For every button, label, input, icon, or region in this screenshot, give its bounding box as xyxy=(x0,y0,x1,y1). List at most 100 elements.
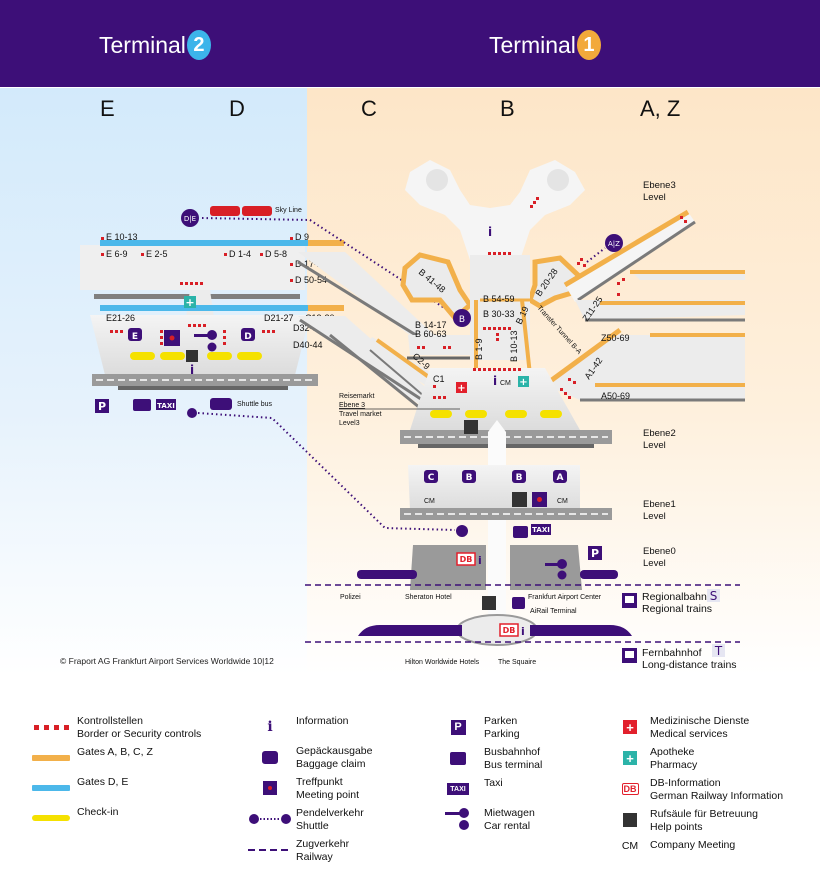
checkin-counter xyxy=(430,410,452,418)
security-control-markers xyxy=(101,237,293,345)
svg-text:P: P xyxy=(98,400,106,413)
gate-label: B 60-63 xyxy=(415,329,447,339)
checkin-counter xyxy=(237,352,262,360)
baggage-claim-icon xyxy=(262,750,278,764)
baggage-claim-d-icon: D xyxy=(241,328,255,342)
svg-text:C: C xyxy=(428,473,435,483)
skyline-station-de xyxy=(181,209,199,227)
gate-label: A50-69 xyxy=(601,391,630,401)
transfer-tunnel-label: Transfer Tunnel B-A xyxy=(536,305,583,356)
railway-icon xyxy=(248,849,292,851)
svg-text:CM: CM xyxy=(424,498,435,505)
shuttle-bus-label: Shuttle bus xyxy=(237,401,273,408)
taxi-icon: TAXI xyxy=(447,783,469,795)
svg-text:Long-distance trains: Long-distance trains xyxy=(642,659,737,671)
bus-terminal-icon xyxy=(133,399,151,411)
taxi-icon xyxy=(156,399,176,410)
checkin-counter xyxy=(465,410,487,418)
checkin-counter xyxy=(540,410,562,418)
svg-text:Level3: Level3 xyxy=(339,420,360,427)
terminal-1-badge: 1 xyxy=(576,30,601,60)
svg-text:+: + xyxy=(519,377,527,388)
shuttle-icon xyxy=(249,814,291,824)
svg-text:D: D xyxy=(244,332,251,342)
skyline-train-icon xyxy=(210,206,272,216)
checkin-swatch xyxy=(32,815,70,821)
skyline-label: Sky Line xyxy=(275,207,302,214)
parking-icon: P xyxy=(450,719,466,735)
svg-text:DB: DB xyxy=(503,626,516,635)
baggage-claim-b-icon: B xyxy=(512,470,526,483)
svg-text:Sheraton Hotel: Sheraton Hotel xyxy=(405,594,452,601)
svg-text:i: i xyxy=(478,554,482,567)
terminal-1-building: i + + i xyxy=(297,160,745,671)
svg-text:Regional trains: Regional trains xyxy=(642,603,712,615)
skyline-route xyxy=(201,217,456,316)
gate-label: B 1-9 xyxy=(474,338,484,360)
svg-text:+: + xyxy=(457,383,465,394)
help-point-icon xyxy=(512,492,527,507)
baggage-claim-e-icon: E xyxy=(128,328,142,342)
shuttle-route xyxy=(197,412,456,531)
svg-text:CM: CM xyxy=(500,380,511,387)
pharmacy-icon xyxy=(184,296,196,308)
shuttle-bus-icon xyxy=(210,398,232,410)
baggage-claim-a-icon: A xyxy=(553,470,567,483)
checkin-counter xyxy=(160,352,185,360)
gate-label: D 50-54 xyxy=(295,275,327,285)
svg-text:The Squaire: The Squaire xyxy=(498,659,536,666)
db-information-icon xyxy=(456,552,476,566)
car-rental-icon xyxy=(445,808,469,830)
gate-label: D32-35 xyxy=(293,323,323,333)
terminal-2-building: + E D xyxy=(80,206,456,531)
meeting-point-icon xyxy=(164,330,180,346)
level-1-label: Ebene1 xyxy=(643,499,676,510)
baggage-claim-b-icon: B xyxy=(462,470,476,483)
help-point-icon xyxy=(482,596,496,610)
medical-services-icon xyxy=(456,382,467,393)
svg-text:Fernbahnhof: Fernbahnhof xyxy=(642,647,702,659)
gate-label: E21-26 xyxy=(106,313,135,323)
help-point-icon xyxy=(623,813,637,827)
gate-label: B 54-59 xyxy=(483,294,515,304)
checkin-counter xyxy=(130,352,155,360)
car-rental-icon xyxy=(545,559,567,580)
legend-gates-abcz: Gates A, B, C, Z xyxy=(25,746,201,770)
terminal-1-title: Terminal 1 xyxy=(489,30,601,60)
parking-icon xyxy=(588,546,602,560)
gate-label: E 2-5 xyxy=(146,249,168,259)
db-information-icon: DB xyxy=(621,783,639,795)
long-distance-t-badge: T xyxy=(714,644,723,658)
gate-label: B 14-17 xyxy=(415,320,447,330)
svg-text:B: B xyxy=(516,473,523,483)
svg-text:B: B xyxy=(459,315,465,325)
svg-text:Travel market: Travel market xyxy=(339,411,382,418)
long-distance-train-icon xyxy=(358,625,462,636)
pier-label-c: C xyxy=(361,96,377,121)
svg-text:Level: Level xyxy=(643,558,666,569)
pier-label-b: B xyxy=(500,96,515,121)
gate-label: Z50-69 xyxy=(601,333,630,343)
gate-label: D 9 xyxy=(295,232,309,242)
regional-train-icon xyxy=(357,570,417,579)
svg-text:Hilton Worldwide Hotels: Hilton Worldwide Hotels xyxy=(405,659,480,666)
pier-label-e: E xyxy=(100,96,115,121)
car-rental-icon xyxy=(194,330,217,352)
level-3-label: Ebene3 xyxy=(643,180,676,191)
svg-text:i: i xyxy=(493,374,497,388)
pier-label-d: D xyxy=(229,96,245,121)
baggage-claim-icon xyxy=(512,597,525,609)
svg-text:Level: Level xyxy=(643,440,666,451)
